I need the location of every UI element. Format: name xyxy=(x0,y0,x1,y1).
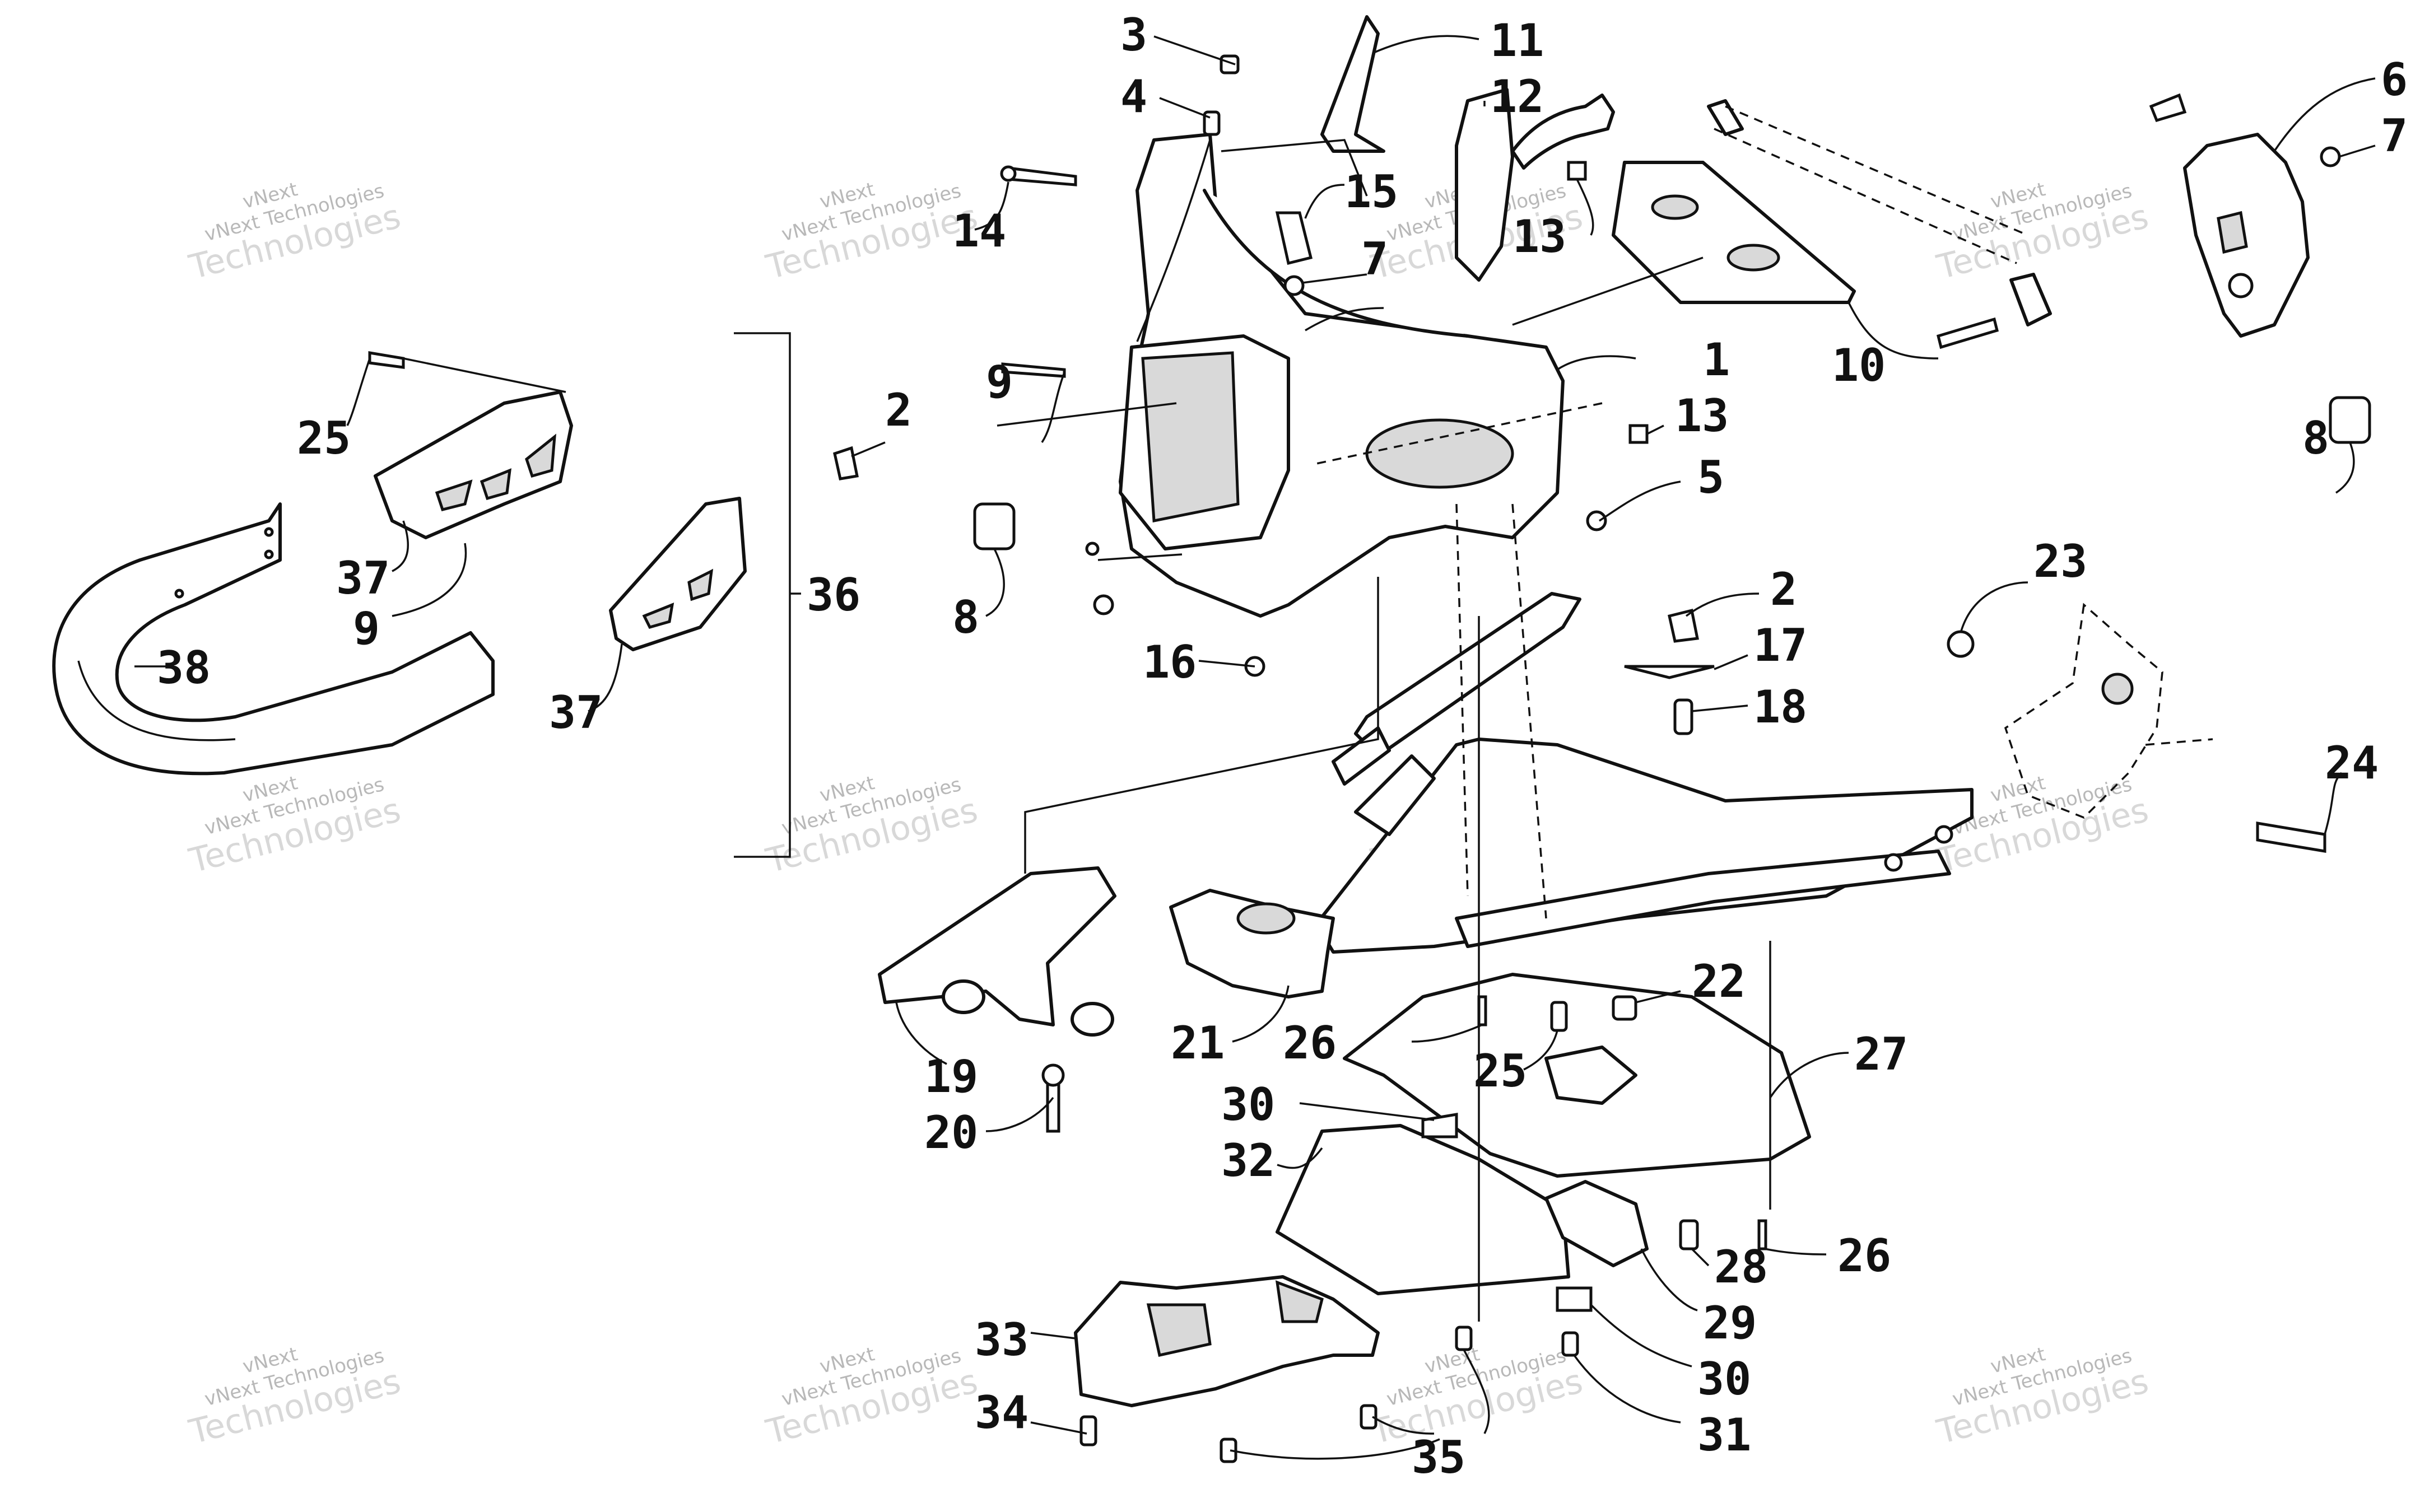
callout-27: 27 xyxy=(1854,1028,1908,1080)
callout-30: 30 xyxy=(1697,1353,1751,1405)
callout-3: 3 xyxy=(1120,9,1147,61)
callout-33: 33 xyxy=(975,1314,1028,1366)
callout-6: 6 xyxy=(2381,54,2408,106)
callout-38: 38 xyxy=(157,642,211,694)
part-rail-upper xyxy=(1707,99,2052,349)
callout-9: 9 xyxy=(986,356,1013,408)
callout-37: 37 xyxy=(549,687,603,739)
callout-25: 25 xyxy=(1473,1045,1527,1097)
part-side-panel xyxy=(1455,88,1615,282)
callout-13: 13 xyxy=(1513,211,1566,263)
callout-14: 14 xyxy=(952,205,1006,257)
callout-8: 8 xyxy=(952,591,979,643)
part-front-arm xyxy=(1169,889,1335,998)
callout-1: 1 xyxy=(1703,334,1730,386)
part-skid-plate xyxy=(1343,973,1811,1178)
callout-labels: 1 2 2 3 4 5 6 7 7 8 8 9 9 10 11 12 13 13… xyxy=(157,9,2408,1483)
callout-13: 13 xyxy=(1675,390,1729,442)
callout-30: 30 xyxy=(1221,1079,1275,1131)
callout-36: 36 xyxy=(807,569,860,621)
callout-31: 31 xyxy=(1697,1409,1751,1461)
callout-4: 4 xyxy=(1120,71,1147,123)
callout-34: 34 xyxy=(975,1387,1028,1439)
callout-7: 7 xyxy=(2381,110,2408,162)
part-nose-pan xyxy=(1119,133,1565,618)
callout-2: 2 xyxy=(885,384,912,436)
part-steering-post xyxy=(878,866,1116,1037)
callout-17: 17 xyxy=(1753,619,1807,671)
callout-35: 35 xyxy=(1412,1431,1465,1483)
callout-37: 37 xyxy=(336,552,390,604)
part-lower-guard xyxy=(1074,1275,1380,1407)
part-bumper xyxy=(52,502,495,776)
callout-26: 26 xyxy=(1837,1230,1891,1282)
part-windshield-trim xyxy=(1320,15,1385,153)
callout-28: 28 xyxy=(1714,1241,1768,1293)
callout-12: 12 xyxy=(1490,71,1544,123)
part-front-plate xyxy=(1612,161,1856,304)
part-firewall-right xyxy=(2004,603,2213,819)
part-bracket-right xyxy=(2149,93,2310,338)
callout-16: 16 xyxy=(1143,636,1197,688)
callout-9: 9 xyxy=(353,603,380,655)
callout-7: 7 xyxy=(1361,233,1388,285)
part-bracket-upper xyxy=(368,351,573,539)
callout-26: 26 xyxy=(1283,1017,1337,1069)
leader-lines xyxy=(134,35,2376,1460)
callout-32: 32 xyxy=(1221,1135,1275,1187)
group-bracket-36 xyxy=(734,332,801,858)
part-small-plate xyxy=(1544,1180,1649,1267)
callout-18: 18 xyxy=(1753,681,1807,733)
callout-24: 24 xyxy=(2325,737,2379,789)
callout-10: 10 xyxy=(1832,339,1886,391)
part-main-frame xyxy=(1315,592,1974,954)
part-under-plate xyxy=(1276,1124,1570,1295)
callout-15: 15 xyxy=(1344,166,1398,218)
callout-2: 2 xyxy=(1770,563,1797,615)
part-bracket-lower xyxy=(609,497,747,651)
callout-22: 22 xyxy=(1692,955,1746,1007)
callout-19: 19 xyxy=(924,1051,978,1103)
callout-21: 21 xyxy=(1171,1017,1225,1069)
callout-23: 23 xyxy=(2033,535,2087,587)
callout-5: 5 xyxy=(1697,451,1724,503)
callout-29: 29 xyxy=(1703,1297,1757,1349)
callout-11: 11 xyxy=(1490,15,1544,67)
callout-20: 20 xyxy=(924,1107,978,1159)
callout-8: 8 xyxy=(2302,412,2329,464)
callout-25: 25 xyxy=(297,412,351,464)
